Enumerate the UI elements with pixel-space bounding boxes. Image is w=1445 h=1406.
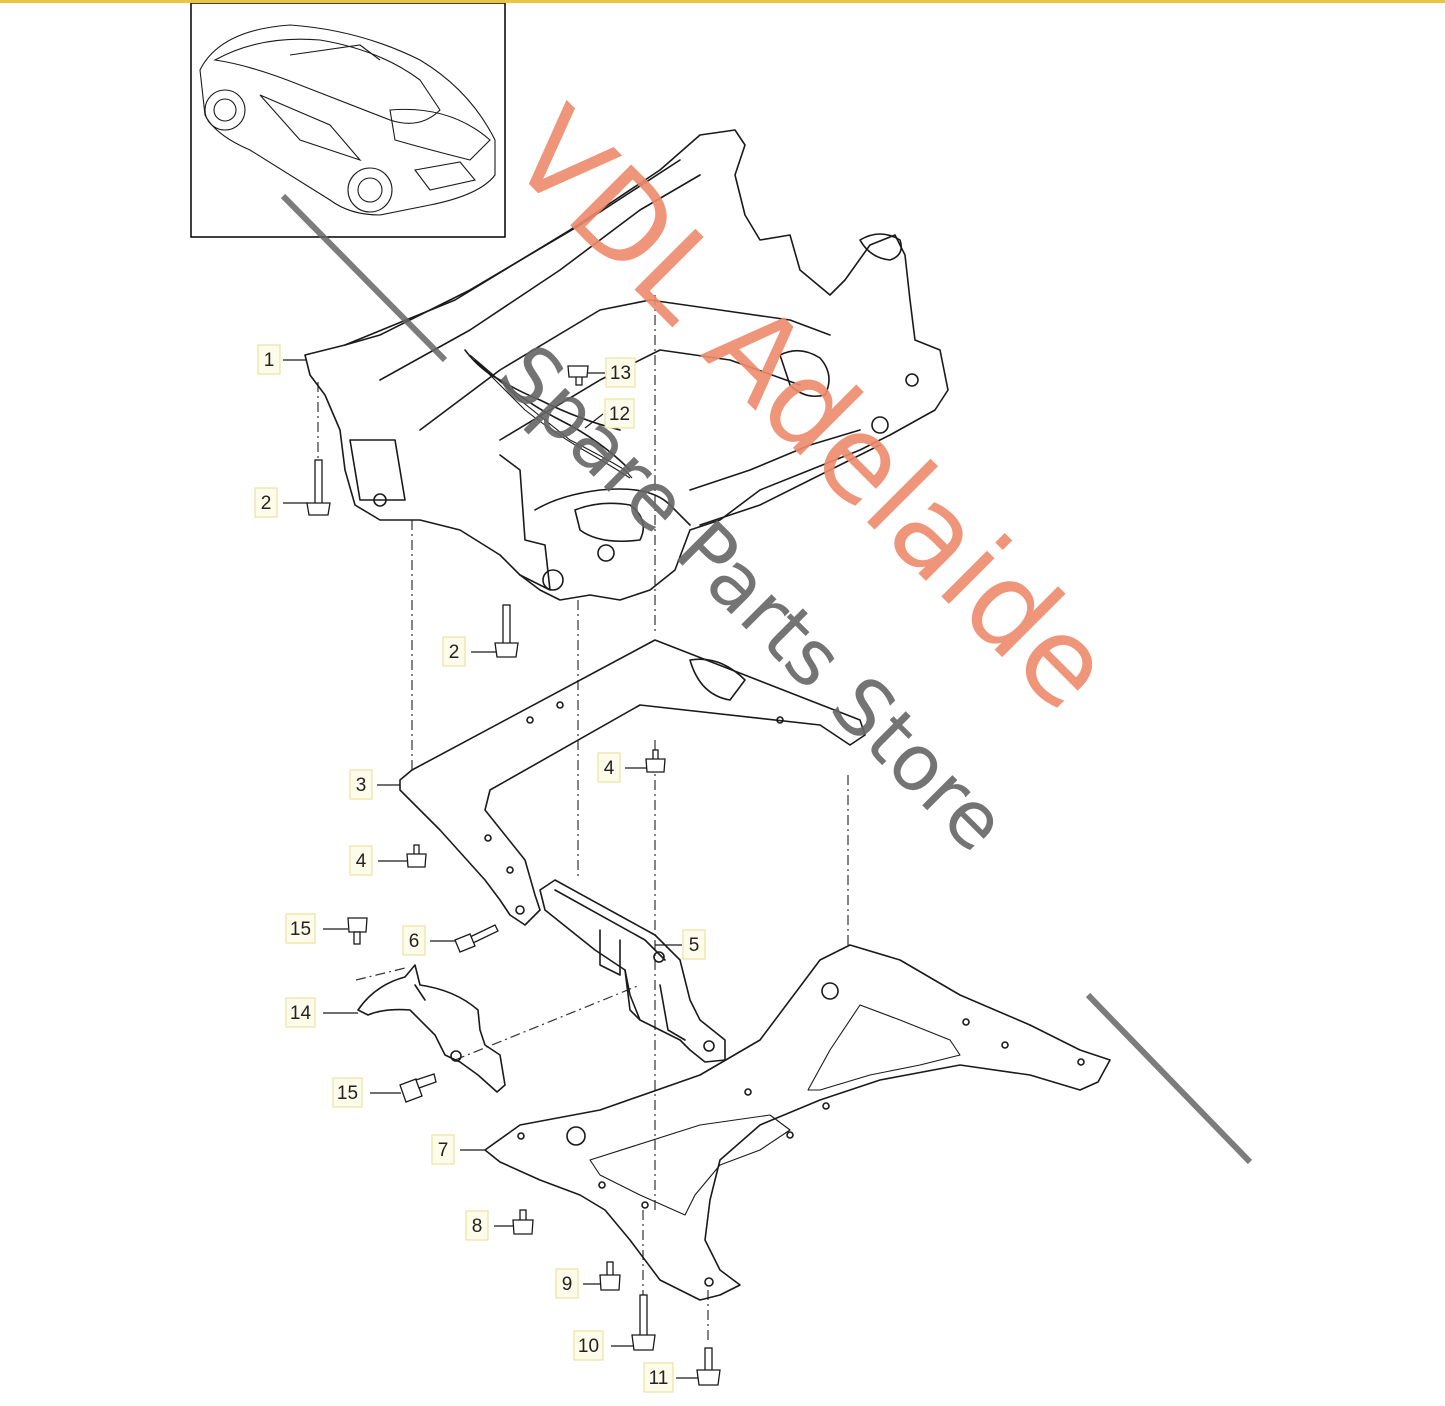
watermark-slash-left	[280, 193, 448, 363]
callout-number: 12	[609, 404, 630, 425]
bolt-11	[696, 1347, 721, 1386]
callout-number: 5	[689, 935, 700, 956]
callout-12: 12	[604, 398, 635, 429]
callout-number: 2	[261, 493, 272, 514]
callout-number: 8	[472, 1216, 483, 1237]
callout-number: 4	[356, 851, 367, 872]
callout-number: 9	[562, 1274, 573, 1295]
callout-2: 2	[442, 636, 466, 667]
callout-number: 10	[578, 1336, 599, 1357]
callout-4: 4	[349, 845, 373, 876]
callout-number: 7	[438, 1140, 449, 1161]
callout-number: 3	[356, 775, 367, 796]
vehicle-inset	[190, 2, 506, 238]
bolt-15-upper	[347, 917, 368, 945]
car-thumbnail-icon	[199, 24, 496, 216]
callout-number: 6	[409, 931, 420, 952]
callout-13: 13	[605, 357, 636, 388]
top-accent-line	[0, 0, 1445, 3]
bolts	[306, 365, 721, 1386]
callout-7: 7	[431, 1134, 455, 1165]
subframe-part	[304, 129, 949, 601]
callout-number: 13	[610, 363, 631, 384]
callout-number: 4	[604, 758, 615, 779]
bolt-8	[512, 1209, 534, 1235]
watermark: VDL Adelaide Spare Parts Store	[280, 82, 1253, 1165]
bolt-4-left	[406, 844, 427, 868]
callout-15: 15	[285, 913, 316, 944]
heat-shield-part	[357, 964, 506, 1093]
callout-3: 3	[349, 769, 373, 800]
leader-lines	[283, 359, 698, 1379]
callout-14: 14	[285, 997, 316, 1028]
bolt-9	[599, 1261, 621, 1291]
mount-bracket-part	[539, 879, 726, 1063]
callout-number: 15	[337, 1083, 358, 1104]
callout-8: 8	[465, 1210, 489, 1241]
callout-number: 15	[290, 919, 311, 940]
bolt-15-lower	[399, 1073, 437, 1103]
callout-2: 2	[254, 487, 278, 518]
callout-5: 5	[682, 929, 706, 960]
reinforcement-frame-part	[399, 639, 866, 926]
alignment-lines	[317, 295, 849, 1340]
watermark-slash-right	[1085, 992, 1253, 1165]
callout-number: 2	[449, 642, 460, 663]
callout-number: 1	[264, 350, 275, 371]
callout-1: 1	[257, 344, 281, 375]
callout-6: 6	[402, 925, 426, 956]
cable-strap-part	[469, 354, 633, 479]
callout-10: 10	[573, 1330, 604, 1361]
bolt-4-right	[645, 749, 666, 773]
callout-number: 14	[290, 1003, 312, 1024]
callout-number: 11	[649, 1368, 669, 1389]
underbody-plate-part	[484, 944, 1111, 1301]
bolt-2-upper	[306, 459, 331, 516]
bolt-13	[567, 365, 589, 386]
callout-9: 9	[555, 1268, 579, 1299]
callout-11: 11	[643, 1362, 674, 1393]
callout-15: 15	[332, 1077, 363, 1108]
callout-4: 4	[597, 752, 621, 783]
bolt-6	[454, 924, 499, 953]
bolt-2-lower	[494, 604, 519, 658]
bolt-10	[631, 1294, 656, 1351]
